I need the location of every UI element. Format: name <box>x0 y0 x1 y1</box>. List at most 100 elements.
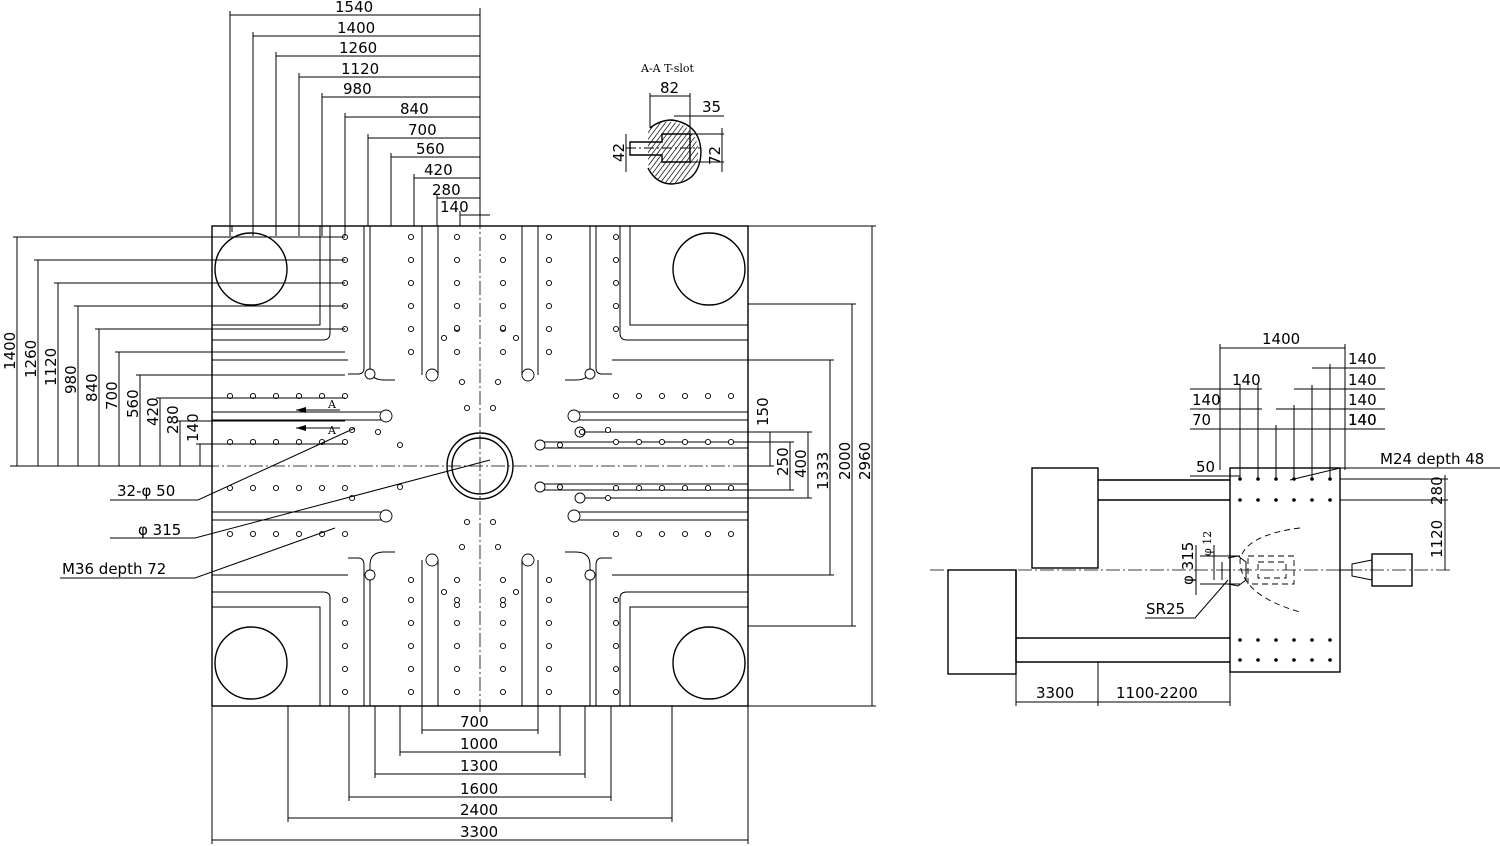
side-hole-rows <box>1238 477 1332 662</box>
threaded-hole <box>658 530 666 538</box>
threaded-hole <box>341 392 349 400</box>
bottom-dim-1600: 1600 <box>460 780 498 798</box>
threaded-hole <box>612 438 620 446</box>
side-hole <box>1310 638 1314 642</box>
left-dim-700: 700 <box>103 381 121 410</box>
threaded-hole <box>341 530 349 538</box>
left-dim-1400: 1400 <box>1 332 19 370</box>
threaded-hole <box>226 438 234 446</box>
threaded-hole <box>396 441 404 449</box>
top-dim-1120: 1120 <box>341 60 379 78</box>
threaded-hole <box>407 233 415 241</box>
threaded-hole <box>512 588 520 596</box>
side-top-1400: 1400 <box>1262 330 1300 348</box>
side-hole <box>1310 477 1314 481</box>
threaded-hole <box>295 484 303 492</box>
right-dim-250: 250 <box>774 447 792 476</box>
threaded-hole <box>295 530 303 538</box>
side-right-140-1: 140 <box>1348 371 1377 389</box>
threaded-hole <box>407 665 415 673</box>
threaded-hole <box>727 530 735 538</box>
threaded-hole <box>612 484 620 492</box>
threaded-hole <box>407 348 415 356</box>
right-dim-150: 150 <box>754 397 772 426</box>
section-mark-top: A <box>327 398 337 411</box>
threaded-hole <box>681 438 689 446</box>
bottom-dim-1300: 1300 <box>460 757 498 775</box>
side-hole <box>1274 638 1278 642</box>
left-dim-280: 280 <box>164 405 182 434</box>
fixed-platen-side <box>1031 467 1099 569</box>
threaded-hole <box>704 484 712 492</box>
threaded-hole <box>612 392 620 400</box>
side-offset-50: 50 <box>1196 458 1215 476</box>
threaded-hole <box>612 325 620 333</box>
threaded-hole <box>612 279 620 287</box>
right-dim-2960: 2960 <box>856 442 874 480</box>
threaded-hole <box>226 530 234 538</box>
holes-callout: 32-φ 50 <box>117 482 175 500</box>
threaded-hole <box>499 324 507 332</box>
threaded-hole <box>658 392 666 400</box>
threaded-hole <box>272 438 280 446</box>
t-slot-width-82: 82 <box>660 79 679 97</box>
t-slot-depth-42: 42 <box>610 143 628 162</box>
threaded-hole <box>489 518 497 526</box>
callout-leaders <box>60 427 491 579</box>
threaded-hole <box>612 596 620 604</box>
threaded-hole <box>453 601 461 609</box>
threaded-hole <box>463 404 471 412</box>
left-dim-420: 420 <box>144 397 162 426</box>
threaded-hole <box>545 325 553 333</box>
t-slot-title: A-A T-slot <box>640 62 695 75</box>
side-right-140-0: 140 <box>1348 350 1377 368</box>
threaded-hole <box>545 688 553 696</box>
top-dim-840: 840 <box>400 100 429 118</box>
threaded-hole <box>612 233 620 241</box>
threaded-hole <box>249 392 257 400</box>
left-dim-140: 140 <box>184 413 202 442</box>
threaded-hole <box>407 688 415 696</box>
side-bottom-3300: 3300 <box>1036 684 1074 702</box>
threaded-hole <box>499 233 507 241</box>
nozzle-assembly <box>1200 527 1413 613</box>
threaded-hole <box>458 378 466 386</box>
side-right-280: 280 <box>1428 476 1446 505</box>
left-dim-840: 840 <box>83 373 101 402</box>
top-dim-280: 280 <box>432 181 461 199</box>
threaded-hole <box>727 484 735 492</box>
threaded-hole <box>499 642 507 650</box>
threaded-hole <box>453 279 461 287</box>
threaded-hole <box>440 334 448 342</box>
threaded-hole <box>658 438 666 446</box>
threaded-hole <box>453 324 461 332</box>
left-dim-560: 560 <box>124 389 142 418</box>
side-hole <box>1292 638 1296 642</box>
side-hole <box>1238 638 1242 642</box>
threaded-hole <box>295 392 303 400</box>
threaded-hole <box>681 484 689 492</box>
top-dim-420: 420 <box>424 161 453 179</box>
threaded-hole <box>545 348 553 356</box>
threaded-hole <box>453 256 461 264</box>
threaded-hole <box>556 441 564 449</box>
top-dim-560: 560 <box>416 140 445 158</box>
t-slot-neck-35: 35 <box>702 98 721 116</box>
threaded-hole <box>318 392 326 400</box>
side-hole <box>1274 477 1278 481</box>
threaded-hole <box>453 619 461 627</box>
threaded-hole <box>249 438 257 446</box>
threaded-hole <box>727 392 735 400</box>
platen-inner-contour <box>212 226 748 706</box>
threaded-hole <box>341 688 349 696</box>
threaded-hole <box>635 392 643 400</box>
side-bottom-stroke: 1100-2200 <box>1116 684 1198 702</box>
threaded-hole <box>545 619 553 627</box>
right-dim-2000: 2000 <box>836 442 854 480</box>
side-hole <box>1274 658 1278 662</box>
threaded-hole <box>499 619 507 627</box>
